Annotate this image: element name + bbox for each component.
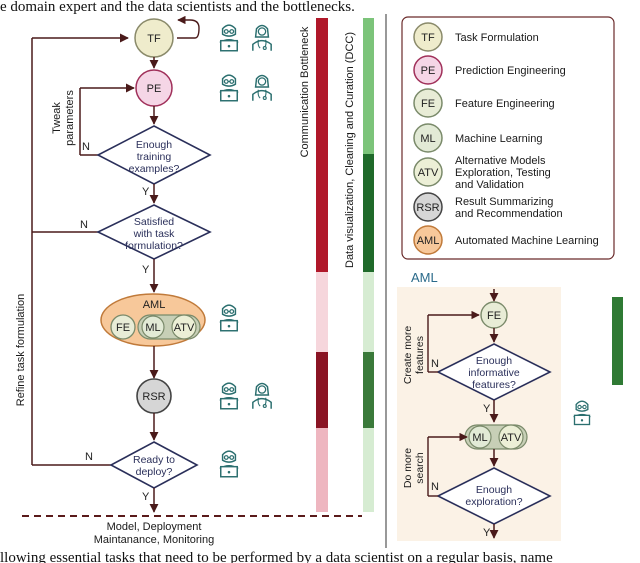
legend-label: Prediction Engineering xyxy=(455,65,566,77)
legend-abbr: ML xyxy=(420,133,435,145)
yes-label: Y xyxy=(142,186,150,198)
no-label: N xyxy=(82,141,90,153)
aml-ml-node xyxy=(468,425,492,449)
no-label: N xyxy=(431,481,439,493)
communication-bar-segment xyxy=(316,272,328,352)
legend-label: Feature Engineering xyxy=(455,98,555,110)
legend-abbr: RSR xyxy=(416,202,439,214)
yes-label: Y xyxy=(142,491,150,503)
tweak-label-1: Tweak xyxy=(51,102,63,134)
dcc-bar-segment xyxy=(363,428,374,512)
dcc-bar-segment xyxy=(363,272,374,352)
legend-abbr: TF xyxy=(421,32,435,44)
communication-bar-segment xyxy=(316,352,328,428)
legend-label: Automated Machine Learning xyxy=(455,235,599,247)
decision-text: Enough xyxy=(136,139,172,151)
decision-text: examples? xyxy=(129,163,180,175)
legend-label: and Recommendation xyxy=(455,208,563,220)
legend-swatch-tf xyxy=(413,22,443,52)
legend-abbr: AML xyxy=(417,235,440,247)
yes-label: Y xyxy=(142,264,150,276)
legend-abbr: ATV xyxy=(418,167,439,179)
decision-text: Satisfied xyxy=(134,216,174,228)
decision-text: training xyxy=(137,151,172,163)
legend-swatch-fe xyxy=(413,88,443,118)
legend-abbr: PE xyxy=(421,65,436,77)
decision-text: Enough xyxy=(476,355,512,367)
data-scientist-icon xyxy=(572,400,592,426)
aml-atv-label: ATV xyxy=(501,432,522,444)
legend-label: Alternative Models xyxy=(455,155,546,167)
decision-text: Enough xyxy=(476,484,512,496)
data-scientist-icon xyxy=(219,450,239,478)
communication-bar-segment xyxy=(316,428,328,512)
dcc-label: Data visualization, Cleaning and Curatio… xyxy=(344,32,356,268)
aml-fe-label: FE xyxy=(487,310,501,322)
create-more-label-1: Create more xyxy=(402,326,414,385)
dcc-bar-segment xyxy=(363,18,374,154)
caption-top: e domain expert and the data scientists … xyxy=(0,0,355,15)
legend-label: and Validation xyxy=(455,179,524,191)
legend-label: Task Formulation xyxy=(455,32,539,44)
pe-node-label: PE xyxy=(147,83,162,95)
dcc-bar-segment xyxy=(363,352,374,428)
ml-node-label: ML xyxy=(145,322,160,334)
decision-text: deploy? xyxy=(136,466,173,478)
legend-swatch-pe xyxy=(413,55,443,85)
decision-text: exploration? xyxy=(465,496,522,508)
data-scientist-icon xyxy=(219,304,239,332)
no-label: N xyxy=(80,219,88,231)
legend-abbr: FE xyxy=(421,98,435,110)
yes-label: Y xyxy=(483,527,491,539)
atv-node xyxy=(171,314,197,340)
rsr-node-label: RSR xyxy=(142,391,165,403)
data-scientist-icon xyxy=(219,382,239,410)
legend-swatch-aml xyxy=(413,225,443,255)
domain-expert-icon xyxy=(252,24,272,52)
decision-text: formulation? xyxy=(125,240,183,252)
no-label: N xyxy=(85,451,93,463)
data-scientist-icon xyxy=(219,74,239,102)
fe-node-label: FE xyxy=(116,322,130,334)
legend-label: Exploration, Testing xyxy=(455,167,551,179)
deployment-label-2: Maintanance, Monitoring xyxy=(94,534,214,546)
communication-bottleneck-label: Communication Bottleneck xyxy=(299,26,311,157)
tweak-label-2: parameters xyxy=(64,90,76,146)
decision-text: informative xyxy=(468,367,520,379)
aml-atv-node xyxy=(498,424,524,450)
domain-expert-icon xyxy=(252,382,272,410)
decision-text: Ready to xyxy=(133,454,175,466)
refine-task-label: Refine task formulation xyxy=(15,294,27,407)
legend-label: Machine Learning xyxy=(455,133,542,145)
aml-panel-title: AML xyxy=(411,270,438,285)
ml-node xyxy=(141,315,165,339)
yes-label: Y xyxy=(483,403,491,415)
create-more-label-2: features xyxy=(414,336,426,374)
domain-expert-icon xyxy=(252,74,272,102)
aml-node-label: AML xyxy=(143,299,166,311)
atv-node-label: ATV xyxy=(174,322,195,334)
do-more-label-2: search xyxy=(414,452,426,484)
caption-bottom: llowing essential tasks that need to be … xyxy=(0,550,553,563)
tf-node-label: TF xyxy=(147,33,161,45)
legend-label: Result Summarizing xyxy=(455,196,553,208)
legend-swatch-ml xyxy=(413,123,443,153)
fe-node xyxy=(110,314,136,340)
communication-bar-segment xyxy=(316,18,328,272)
legend-swatch-atv xyxy=(413,157,443,187)
deployment-label-1: Model, Deployment xyxy=(107,521,202,533)
decision-text: with task xyxy=(133,228,176,240)
legend-swatch-rsr xyxy=(413,192,443,222)
legend-box xyxy=(401,16,615,260)
no-label: N xyxy=(431,358,439,370)
do-more-label-1: Do more xyxy=(402,448,414,488)
aml-ml-label: ML xyxy=(472,432,487,444)
data-scientist-icon xyxy=(219,24,239,52)
decision-text: features? xyxy=(472,379,516,391)
dcc-bar-segment xyxy=(363,154,374,272)
aml-dcc-bar xyxy=(612,297,623,385)
